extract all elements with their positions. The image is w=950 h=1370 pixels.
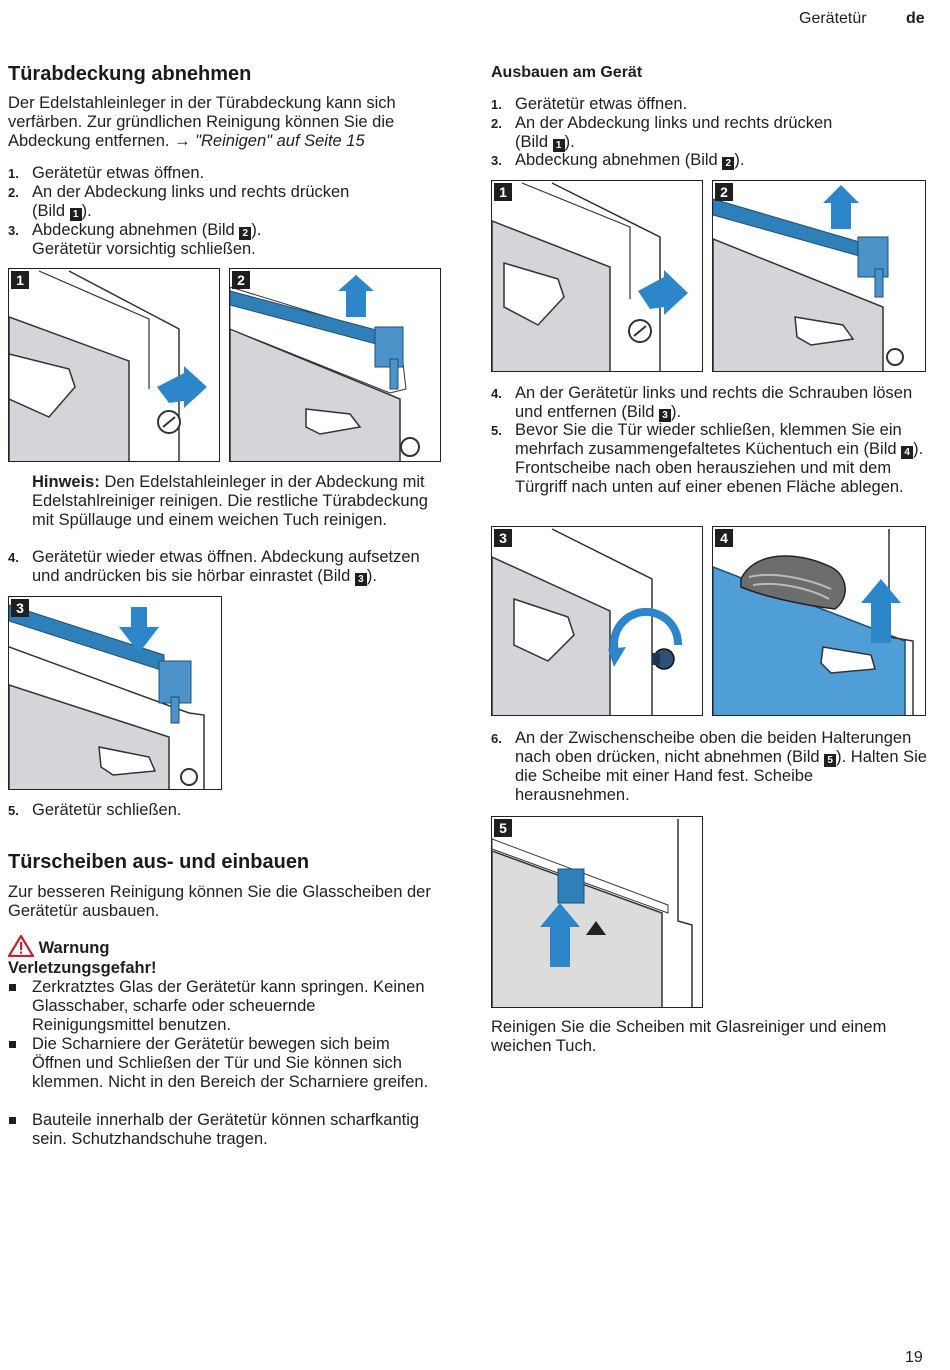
language-code: de (906, 10, 925, 27)
right-step-3: 3. Abdeckung abnehmen (Bild 2). (491, 151, 745, 170)
bullet-square-icon (9, 984, 16, 991)
figure-right-2: 2 (712, 180, 926, 372)
figure-ref-badge: 1 (69, 208, 82, 221)
link-arrow-icon: → (174, 132, 191, 150)
door-mount-illustration (9, 604, 205, 789)
figure-ref-badge: 2 (722, 157, 735, 170)
right-step-6: 6. An der Zwischenscheibe oben die beide… (491, 729, 927, 804)
figure-label: 5 (494, 819, 512, 837)
page-number: 19 (905, 1349, 923, 1366)
note-paragraph: Hinweis: Den Edelstahleinleger in der Ab… (32, 473, 428, 529)
page-reference-link[interactable]: "Reinigen" auf Seite 15 (195, 132, 365, 150)
figure-left-1: 1 (8, 268, 220, 462)
section-title: Gerätetür (799, 10, 867, 27)
right-step-1: 1. Gerätetür etwas öffnen. (491, 95, 688, 113)
door-press-illustration (9, 270, 207, 461)
door-lift-illustration (713, 185, 904, 371)
heading-tuerscheiben: Türscheiben aus- und einbauen (8, 851, 310, 873)
figure-right-1: 1 (491, 180, 703, 372)
warning-heading: Warnung (7, 934, 109, 958)
warning-bullet: Zerkratztes Glas der Gerätetür kann spri… (8, 978, 438, 1035)
figure-ref-badge: 5 (824, 754, 837, 767)
intro-paragraph-2: Zur besseren Reinigung können Sie die Gl… (8, 883, 431, 920)
step-5: 5. Gerätetür schließen. (8, 801, 182, 819)
figure-left-2: 2 (229, 268, 441, 462)
figure-label: 2 (715, 183, 733, 201)
intro-paragraph: Der Edelstahleinleger in der Türabdeckun… (8, 94, 396, 150)
bullet-square-icon (9, 1041, 16, 1048)
figure-ref-badge: 4 (901, 446, 914, 459)
figure-label: 1 (11, 271, 29, 289)
step-4: 4. Gerätetür wieder etwas öffnen. Abdeck… (8, 548, 420, 586)
figure-ref-badge: 3 (354, 573, 367, 586)
warning-bullet: Bauteile innerhalb der Gerätetür können … (8, 1111, 438, 1149)
figure-ref-badge: 1 (552, 139, 565, 152)
figure-ref-badge: 2 (239, 227, 252, 240)
figure-right-3: 3 (491, 526, 703, 716)
figure-label: 3 (11, 599, 29, 617)
figure-ref-badge: 3 (659, 409, 672, 422)
figure-right-4: 4 (712, 526, 926, 716)
screw-removal-illustration (492, 528, 683, 715)
figure-label: 2 (232, 271, 250, 289)
warning-triangle-icon (7, 934, 35, 958)
inner-glass-holder-illustration (492, 819, 693, 1007)
right-step-2: 2. An der Abdeckung links und rechts drü… (491, 114, 833, 152)
figure-label: 1 (494, 183, 512, 201)
step-2: 2. An der Abdeckung links und rechts drü… (8, 183, 350, 221)
door-lift-illustration (230, 275, 420, 461)
step-3: 3. Abdeckung abnehmen (Bild 2). Gerätetü… (8, 221, 262, 258)
front-glass-removal-illustration (713, 529, 914, 715)
warning-subtitle: Verletzungsgefahr! (8, 959, 157, 977)
right-step-5: 5. Bevor Sie die Tür wieder schließen, k… (491, 421, 924, 496)
closing-paragraph: Reinigen Sie die Scheiben mit Glasreinig… (491, 1018, 887, 1055)
right-step-4: 4. An der Gerätetür links und rechts die… (491, 384, 913, 422)
heading-tuerabdeckung: Türabdeckung abnehmen (8, 63, 252, 85)
step-1: 1. Gerätetür etwas öffnen. (8, 164, 205, 182)
heading-ausbauen: Ausbauen am Gerät (491, 64, 643, 81)
bullet-square-icon (9, 1117, 16, 1124)
figure-left-3: 3 (8, 596, 222, 790)
door-press-illustration (492, 182, 688, 371)
figure-right-5: 5 (491, 816, 703, 1008)
figure-label: 4 (715, 529, 733, 547)
figure-label: 3 (494, 529, 512, 547)
warning-bullet: Die Scharniere der Gerätetür bewegen sic… (8, 1035, 438, 1092)
